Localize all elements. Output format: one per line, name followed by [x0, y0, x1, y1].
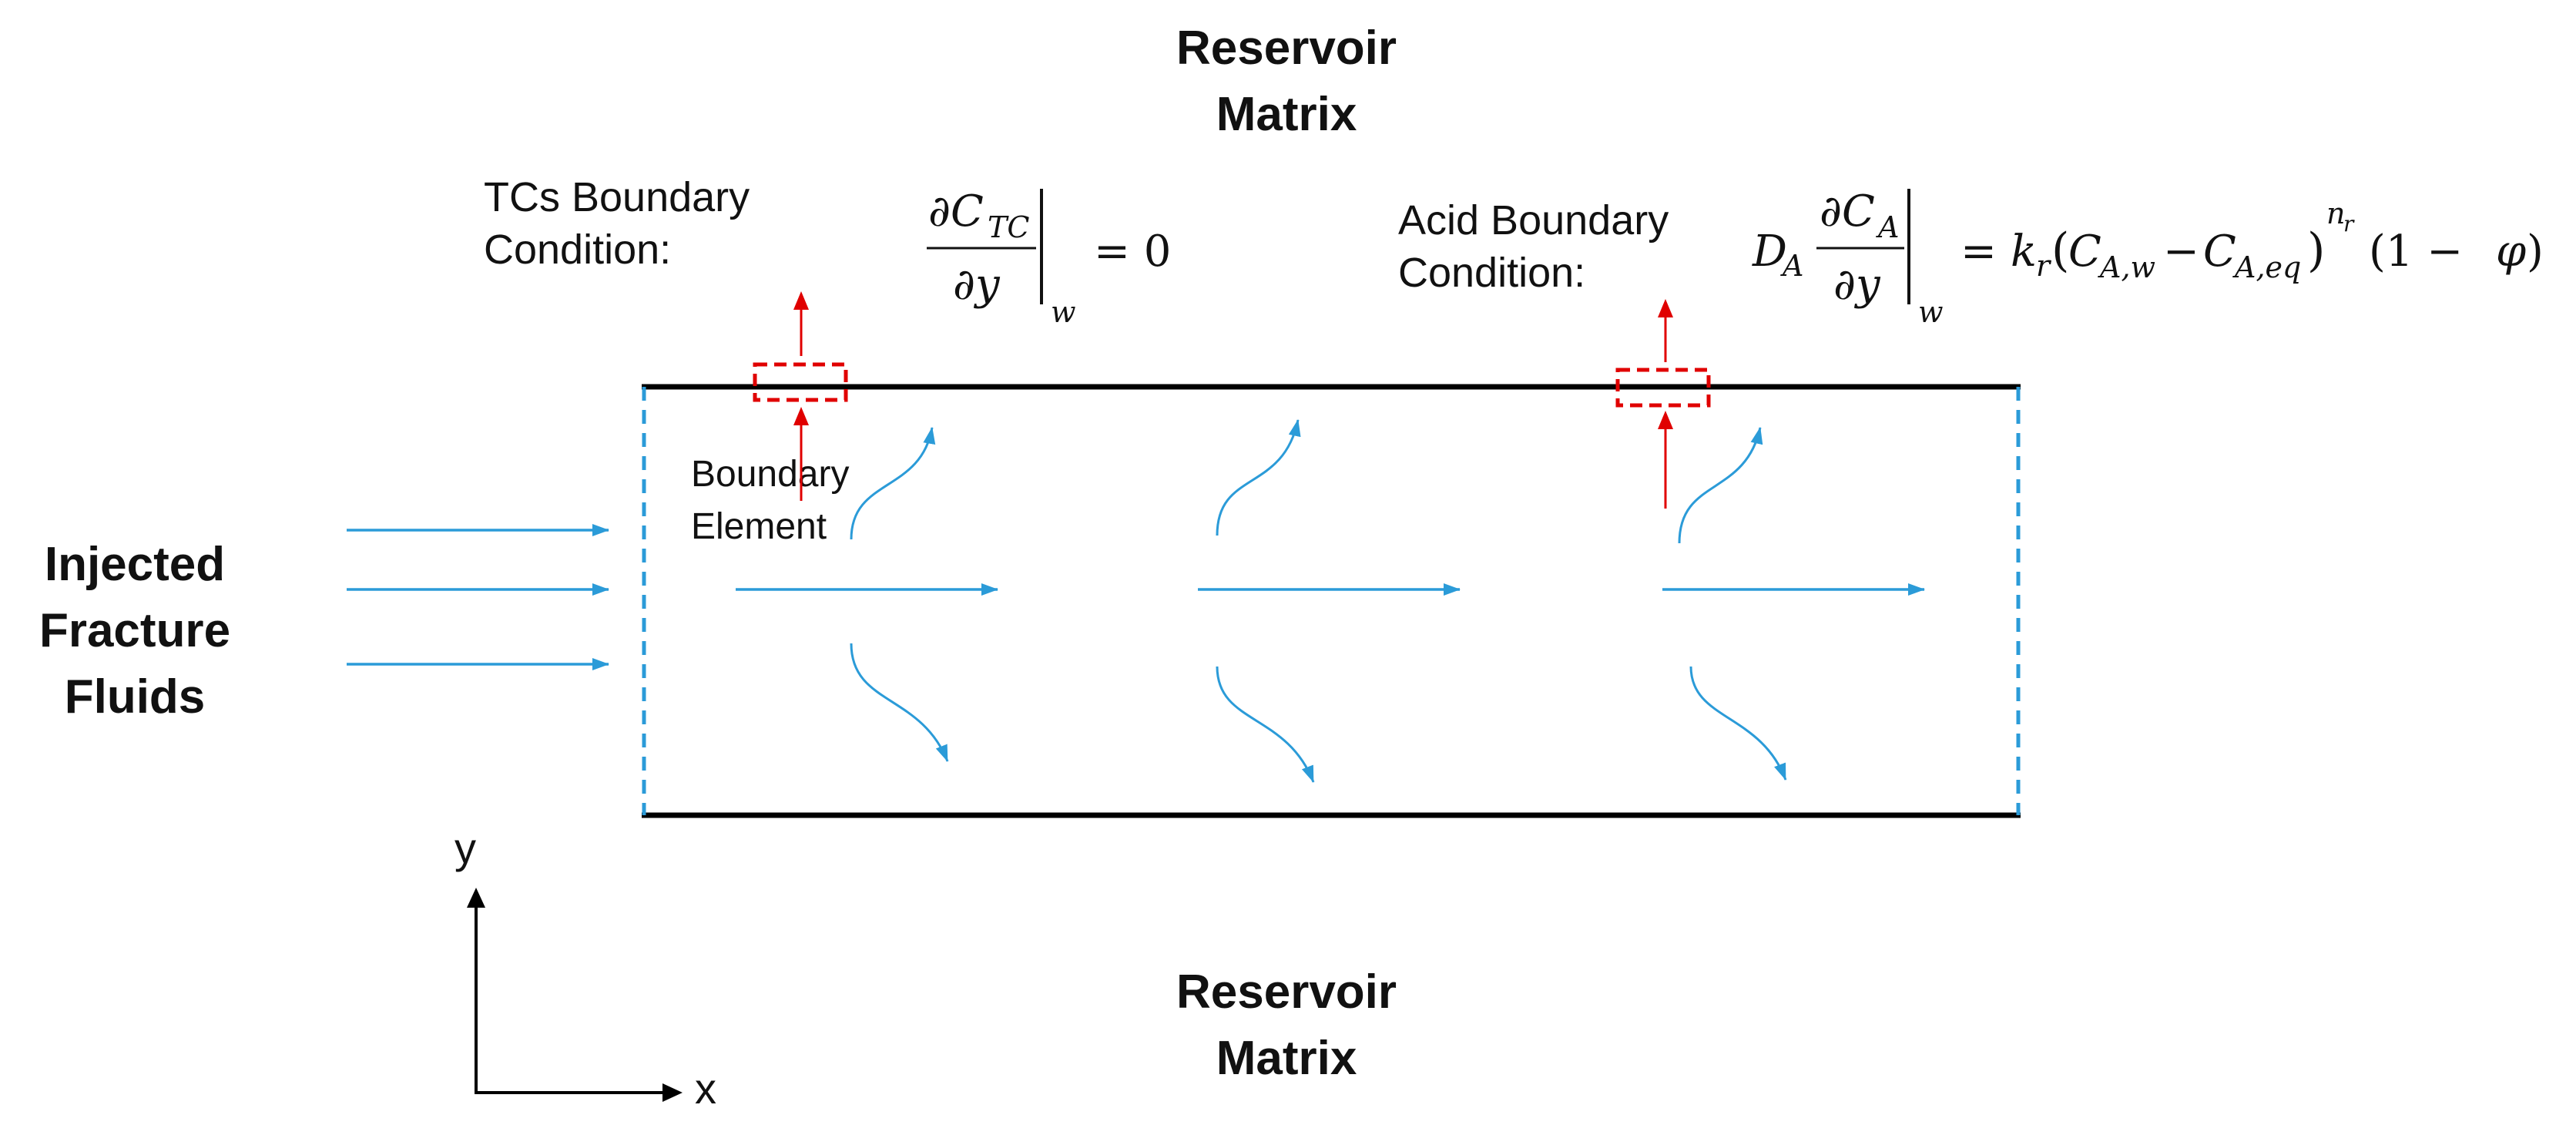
- leakoff-up-arrow-3: [1678, 427, 1763, 544]
- svg-text:C: C: [2068, 227, 2101, 277]
- injected-fracture-fluids-label: Injected Fracture Fluids: [39, 538, 231, 724]
- svg-text:C: C: [2203, 227, 2236, 277]
- tcs-boundary-arrow-into-element-head: [793, 407, 809, 425]
- reservoir-matrix-bottom-label: Reservoir Matrix: [1176, 965, 1397, 1085]
- reservoir-matrix-top-label: Reservoir Matrix: [1176, 22, 1397, 141]
- svg-text:A,eq: A,eq: [2232, 250, 2301, 284]
- svg-text:n: n: [2326, 196, 2345, 230]
- svg-text:r: r: [2343, 211, 2355, 237]
- svg-text:∂y: ∂y: [953, 260, 1001, 310]
- x-axis-arrow-head: [662, 1083, 683, 1102]
- svg-text:k: k: [2011, 227, 2037, 277]
- svg-text:∂y: ∂y: [1833, 260, 1881, 310]
- acid-boundary-arrow-out-head: [1658, 299, 1673, 317]
- acid-boundary-condition-label: Acid Boundary Condition:: [1398, 197, 1669, 296]
- acid-boundary-arrow-into-element-head: [1658, 411, 1673, 429]
- svg-text:w: w: [1918, 295, 1944, 329]
- tcs-boundary-element-box: [753, 362, 848, 402]
- svg-text:(: (: [2051, 223, 2069, 277]
- svg-text:A: A: [1876, 210, 1899, 244]
- x-axis-label: x: [695, 1064, 716, 1113]
- leakoff-down-arrow-2: [1216, 666, 1315, 783]
- y-axis-label: y: [454, 824, 476, 872]
- leakoff-up-arrow-2: [1216, 419, 1301, 536]
- acid-boundary-element-box: [1615, 368, 1711, 408]
- tcs-boundary-equation: ∂C TC ∂y w = 0: [927, 186, 1171, 329]
- y-axis-arrow-head: [467, 888, 485, 908]
- acid-boundary-equation: D A ∂C A ∂y w = k r ( C A,w − C A,eq ) n…: [1752, 186, 2544, 329]
- leakoff-up-arrow-1: [850, 427, 936, 540]
- svg-text:=: =: [1961, 227, 1997, 277]
- svg-text:= 0: = 0: [1094, 227, 1171, 277]
- svg-text:∂C: ∂C: [1820, 186, 1875, 237]
- svg-text:(1 −: (1 −: [2369, 227, 2463, 277]
- svg-text:): ): [2307, 223, 2325, 277]
- svg-text:−: −: [2163, 227, 2199, 277]
- leakoff-down-arrow-3: [1689, 666, 1787, 781]
- svg-text:φ: φ: [2496, 227, 2526, 277]
- boundary-element-label: Boundary Element: [691, 454, 850, 547]
- svg-text:D: D: [1752, 227, 1787, 277]
- svg-text:r: r: [2036, 249, 2052, 283]
- tcs-boundary-condition-label: TCs Boundary Condition:: [484, 174, 750, 273]
- svg-text:A,w: A,w: [2098, 250, 2155, 284]
- svg-text:A: A: [1780, 249, 1803, 283]
- svg-text:∂C: ∂C: [928, 186, 984, 237]
- svg-text:): ): [2527, 227, 2544, 277]
- leakoff-down-arrow-1: [850, 643, 949, 762]
- svg-text:w: w: [1051, 295, 1076, 329]
- svg-text:TC: TC: [988, 210, 1029, 244]
- tcs-boundary-arrow-out-head: [793, 291, 809, 310]
